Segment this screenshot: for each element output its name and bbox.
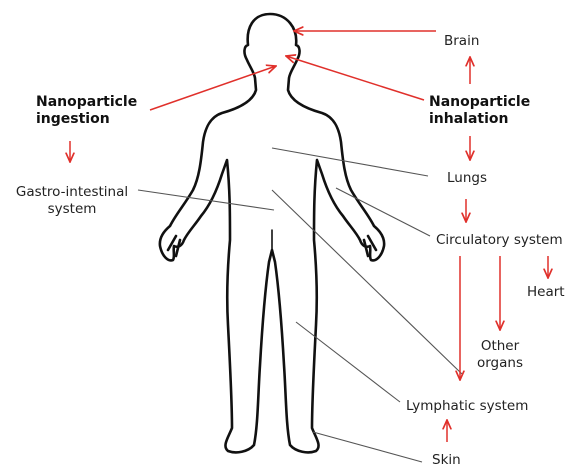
inhalation-line2: inhalation: [429, 111, 530, 128]
gastro-intestinal-label: Gastro-intestinal system: [10, 184, 134, 218]
other-organs-label: Other organs: [470, 338, 530, 372]
other-organs-leader: [272, 190, 462, 374]
gi-line1: Gastro-intestinal: [10, 184, 134, 201]
lymphatic-leader: [296, 322, 400, 402]
inhalation-to-head-arrow: [286, 56, 424, 100]
other-organs-line1: Other: [470, 338, 530, 355]
ingestion-line2: ingestion: [36, 111, 137, 128]
lymphatic-system-label: Lymphatic system: [406, 398, 528, 415]
circulatory-system-label: Circulatory system: [436, 232, 563, 249]
lungs-leader: [272, 148, 428, 176]
nanoparticle-inhalation-label: Nanoparticle inhalation: [429, 94, 530, 128]
skin-leader: [313, 432, 422, 462]
gi-line2: system: [10, 201, 134, 218]
inhalation-line1: Nanoparticle: [429, 94, 530, 111]
ingestion-line1: Nanoparticle: [36, 94, 137, 111]
heart-label: Heart: [527, 284, 565, 301]
circulatory-leader: [336, 188, 430, 236]
lungs-label: Lungs: [447, 170, 487, 187]
brain-label: Brain: [444, 33, 479, 50]
nanoparticle-ingestion-label: Nanoparticle ingestion: [36, 94, 137, 128]
other-organs-line2: organs: [470, 355, 530, 372]
human-body-outline: [160, 14, 384, 452]
skin-label: Skin: [432, 452, 461, 469]
